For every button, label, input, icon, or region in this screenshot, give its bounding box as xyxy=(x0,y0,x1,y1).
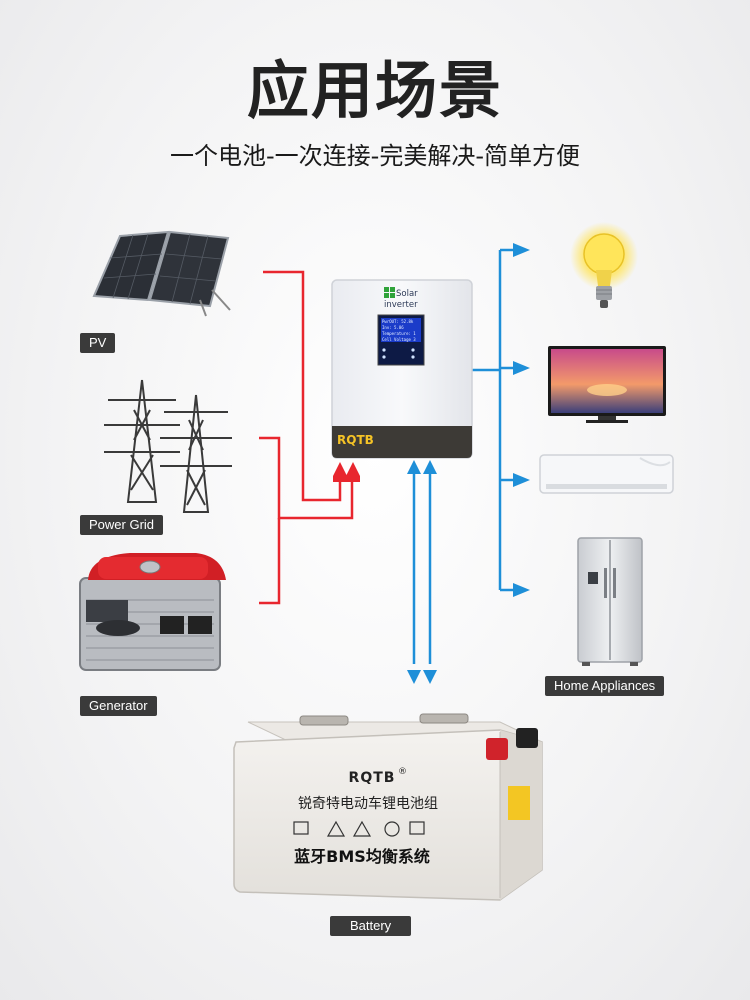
power-tower-icon xyxy=(104,379,232,513)
inverter-logo-line1: Solar xyxy=(396,289,418,299)
inverter-icon xyxy=(331,279,473,459)
battery-text-line1: 锐奇特电动车锂电池组 xyxy=(298,795,438,812)
generator-label: Generator xyxy=(80,696,157,716)
air-conditioner-icon xyxy=(539,454,674,494)
output-lines xyxy=(472,248,518,592)
lcd-line-2: Inv: 5.06 xyxy=(382,325,404,330)
lcd-line-1: PwrOUT: 52.8k xyxy=(382,319,414,324)
page-title: 应用场景 xyxy=(246,54,503,127)
solar-panel-icon xyxy=(92,230,231,317)
lcd-line-4: Cell Voltage 3 xyxy=(382,337,416,342)
input-lines xyxy=(259,270,354,605)
tv-icon xyxy=(548,346,666,423)
battery-label: Battery xyxy=(330,916,412,936)
battery-link xyxy=(412,470,432,664)
battery-brand-mark: ® xyxy=(398,767,407,777)
generator-icon xyxy=(79,553,226,671)
power-grid-label: Power Grid xyxy=(80,515,164,535)
bidirectional-arrow-icons xyxy=(407,460,437,684)
inverter-logo-line2: inverter xyxy=(384,300,418,310)
home-appliances-label: Home Appliances xyxy=(545,676,665,696)
lcd-line-3: Temperature: 1 xyxy=(382,331,416,336)
output-arrow-icons xyxy=(513,243,530,597)
pv-label: PV xyxy=(80,333,116,353)
light-bulb-icon xyxy=(570,222,638,308)
inverter-brand: RQTB xyxy=(337,433,374,447)
page-subtitle: 一个电池-一次连接-完美解决-简单方便 xyxy=(170,142,580,170)
refrigerator-icon xyxy=(577,537,643,666)
battery-text-line2: 蓝牙BMS均衡系统 xyxy=(294,847,430,866)
input-connector-icon xyxy=(333,462,360,482)
battery-brand: RQTB xyxy=(349,770,396,786)
battery-icon xyxy=(233,713,543,901)
